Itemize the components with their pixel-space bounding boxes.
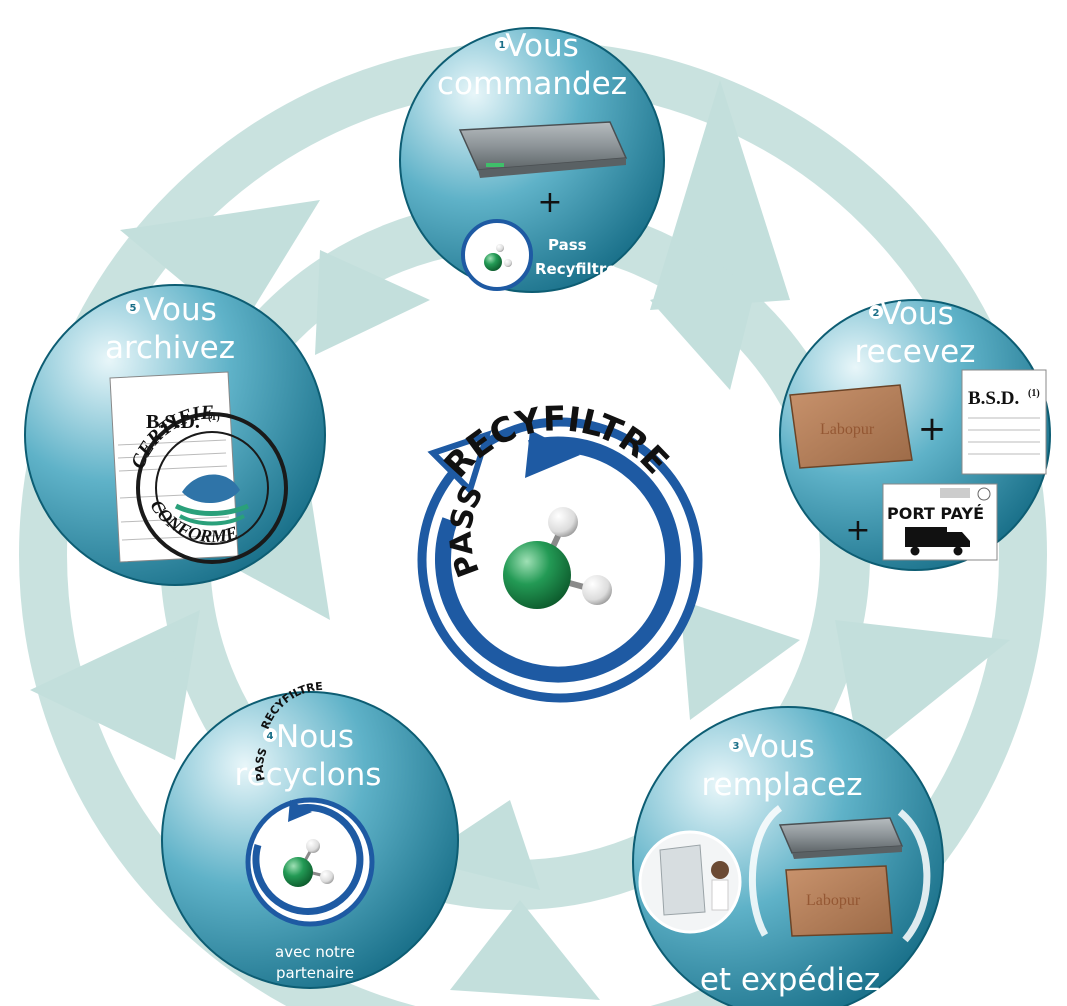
swap-arrows-icon <box>748 805 931 943</box>
step-3-title-line1: Vous <box>741 729 815 765</box>
step-4-title-line2: recyclons <box>235 757 382 793</box>
step-4-number-badge <box>263 728 277 742</box>
step-4-title-line1: Nous <box>276 719 354 755</box>
filter-unit-icon-2 <box>778 817 904 859</box>
step-4-footer-line2: partenaire <box>276 964 354 982</box>
step-5-number-badge <box>126 300 140 314</box>
step-3-replace-ship: 3 Vous remplacez Labopur et expédiez <box>632 706 944 1006</box>
lab-hood-photo-icon <box>638 830 742 934</box>
step-2-doc-sup: (1) <box>1028 388 1040 399</box>
small-pass-logo-icon <box>461 219 533 291</box>
filter-unit-icon <box>458 121 628 178</box>
step-2-title-line1: Vous <box>880 296 954 332</box>
step-3-number-badge <box>729 738 743 752</box>
truck-icon <box>905 527 970 556</box>
cardboard-box-icon-2: Labopur <box>785 865 893 937</box>
central-pass-recyfiltre-logo: RECYFILTRE PASS <box>417 399 703 703</box>
molecule-icon <box>503 507 612 609</box>
step-5-archive: 5 Vous archivez B.S.D. (1) CERTIFIE CONF… <box>24 284 326 586</box>
step-2-plus-sign-2: + <box>845 513 870 548</box>
step-4-footer-line1: avec notre <box>275 943 355 961</box>
step-5-number: 5 <box>130 303 137 314</box>
step-1-order: 1 Vous commandez + Pass Recyfiltre <box>399 27 665 293</box>
step-2-box-brand: Labopur <box>820 421 875 438</box>
step-5-doc-sup: (1) <box>208 412 220 423</box>
step-1-plus-sign: + <box>537 185 562 220</box>
step-3-number: 3 <box>733 741 740 752</box>
step-1-pass-line1: Pass <box>548 236 587 254</box>
step-3-title-line2: remplacez <box>701 767 862 803</box>
step-2-doc-label: B.S.D. <box>968 388 1019 409</box>
step-2-plus-sign: + <box>918 409 947 449</box>
step-3-box-brand: Labopur <box>806 892 861 909</box>
step-4-number: 4 <box>267 731 274 742</box>
bsd-form-icon: B.S.D. (1) <box>961 369 1047 475</box>
step-4-recycle: 4 Nous recyclons RECYFILTRE PASS avec no… <box>161 680 459 989</box>
step-1-number: 1 <box>499 40 506 51</box>
step-2-number-badge <box>869 305 883 319</box>
step-1-title-line2: commandez <box>437 66 627 102</box>
step-2-port-label: PORT PAYÉ <box>887 504 984 523</box>
step-1-title-line1: Vous <box>505 28 579 64</box>
step-2-title-line2: recevez <box>855 334 976 370</box>
step-1-number-badge <box>495 37 509 51</box>
step-2-receive: 2 Vous recevez Labopur + B.S.D. (1) + PO… <box>779 296 1051 571</box>
cardboard-box-icon: Labopur <box>789 384 913 469</box>
step-2-number: 2 <box>873 308 880 319</box>
step-5-title-line1: Vous <box>143 292 217 328</box>
step-3-footer: et expédiez <box>700 962 880 998</box>
step-5-title-line2: archivez <box>105 330 235 366</box>
step-1-pass-line2: Recyfiltre <box>535 260 616 278</box>
shipping-label-icon: PORT PAYÉ <box>882 483 998 561</box>
